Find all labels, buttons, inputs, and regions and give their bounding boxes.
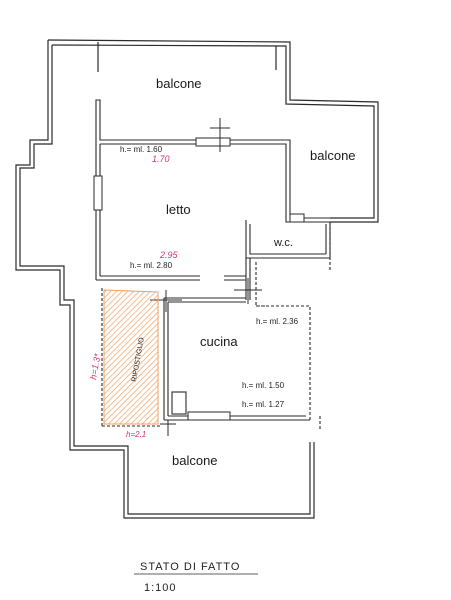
height-note-letto-top: h.= ml. 1.60 — [120, 145, 163, 154]
window-cucina-bottom — [187, 411, 231, 421]
room-label-balcone-bottom: balcone — [172, 453, 218, 468]
outer-walls — [15, 39, 379, 519]
height-note-cucina-mid: h.= ml. 1.50 — [242, 381, 285, 390]
height-note-cucina-bottom: h.= ml. 1.27 — [242, 400, 285, 409]
window-wc — [289, 213, 305, 223]
window-letto-top — [195, 137, 231, 147]
room-label-balcone-top: balcone — [156, 76, 202, 91]
correction-ripostiglio-bottom: h=2.1 — [126, 430, 146, 439]
ripostiglio-hatch — [103, 289, 159, 425]
room-label-cucina: cucina — [200, 334, 238, 349]
room-label-letto: letto — [166, 202, 191, 217]
room-label-wc: w.c. — [273, 237, 293, 249]
caption-scale: 1:100 — [144, 582, 177, 594]
correction-letto-top: 1.70 — [152, 154, 170, 164]
windows — [93, 137, 305, 421]
height-note-cucina-top: h.= ml. 2.36 — [256, 317, 299, 326]
window-letto-left — [93, 175, 103, 211]
room-label-balcone-right: balcone — [310, 148, 356, 163]
interior-walls — [95, 99, 331, 430]
caption-title: STATO DI FATTO — [140, 561, 240, 573]
height-note-letto-bottom: h.= ml. 2.80 — [130, 261, 173, 270]
correction-letto-bottom: 2.95 — [159, 250, 179, 260]
correction-ripostiglio-side: h=1.3* — [88, 352, 102, 380]
